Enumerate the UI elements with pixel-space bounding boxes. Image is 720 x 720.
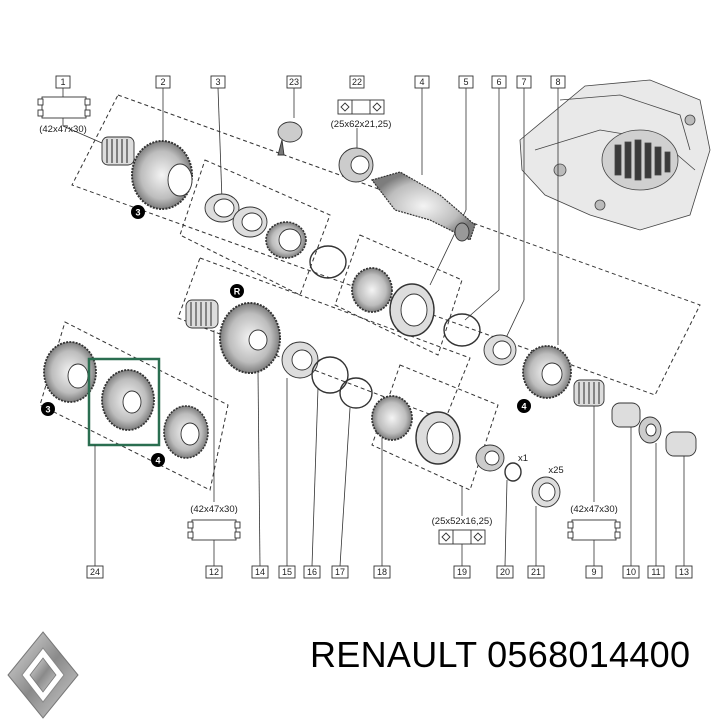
callout-10: 10 (626, 567, 636, 577)
marker-4-lower: 4 (155, 456, 160, 466)
callout-19: 19 (457, 567, 467, 577)
marker-4-upper: 4 (521, 402, 526, 412)
bottom-callouts (86, 565, 693, 579)
qty-label-x1: x1 (518, 453, 528, 464)
bearing-symbol-9 (567, 519, 621, 541)
callout-21: 21 (531, 567, 541, 577)
renault-logo-icon (7, 631, 79, 719)
marker-3-lower: 3 (45, 405, 50, 415)
callout-18: 18 (377, 567, 387, 577)
dim-label-22: (25x62x21,25) (331, 119, 392, 130)
callout-8: 8 (555, 77, 560, 87)
callout-1: 1 (60, 77, 65, 87)
qty-label-x25: x25 (548, 465, 563, 476)
bottom-callout-labels: 24 12 14 15 16 17 18 19 20 21 9 10 11 13 (90, 567, 689, 577)
bearing-symbol-22 (337, 99, 385, 115)
callout-14: 14 (255, 567, 265, 577)
dim-label-9: (42x47x30) (570, 504, 618, 515)
callout-13: 13 (679, 567, 689, 577)
marker-3-upper: 3 (135, 208, 140, 218)
bearing-symbol-12 (187, 519, 241, 541)
markers: 3 R 3 4 4 (41, 205, 531, 467)
callout-16: 16 (307, 567, 317, 577)
highlight-part-24 (87, 357, 161, 447)
callout-11: 11 (651, 567, 660, 577)
top-callouts (55, 75, 566, 89)
callout-4: 4 (419, 77, 424, 87)
parts-lower (43, 299, 561, 508)
callout-23: 23 (289, 77, 299, 87)
part-number-title: RENAULT 0568014400 (310, 634, 691, 675)
gearbox-housing-illustration (519, 79, 711, 231)
callout-22: 22 (352, 77, 362, 87)
callout-9: 9 (591, 567, 596, 577)
callout-7: 7 (521, 77, 526, 87)
dim-label-12: (42x47x30) (190, 504, 238, 515)
top-leaders (62, 87, 559, 345)
callout-2: 2 (160, 77, 165, 87)
dim-label-19: (25x52x16,25) (432, 516, 493, 527)
bottom-leaders (94, 330, 685, 567)
parts-upper (101, 121, 697, 457)
callout-20: 20 (500, 567, 510, 577)
callout-17: 17 (335, 567, 345, 577)
callout-15: 15 (282, 567, 292, 577)
marker-r: R (234, 287, 241, 297)
callout-5: 5 (463, 77, 468, 87)
bearing-symbol-1 (37, 96, 91, 119)
callout-6: 6 (496, 77, 501, 87)
top-callout-labels: 1 2 3 23 22 4 5 6 7 8 (60, 77, 560, 87)
callout-12: 12 (209, 567, 219, 577)
callout-3: 3 (215, 77, 220, 87)
bearing-symbol-19 (438, 529, 486, 545)
dim-label-1: (42x47x30) (39, 124, 87, 135)
callout-24: 24 (90, 567, 100, 577)
